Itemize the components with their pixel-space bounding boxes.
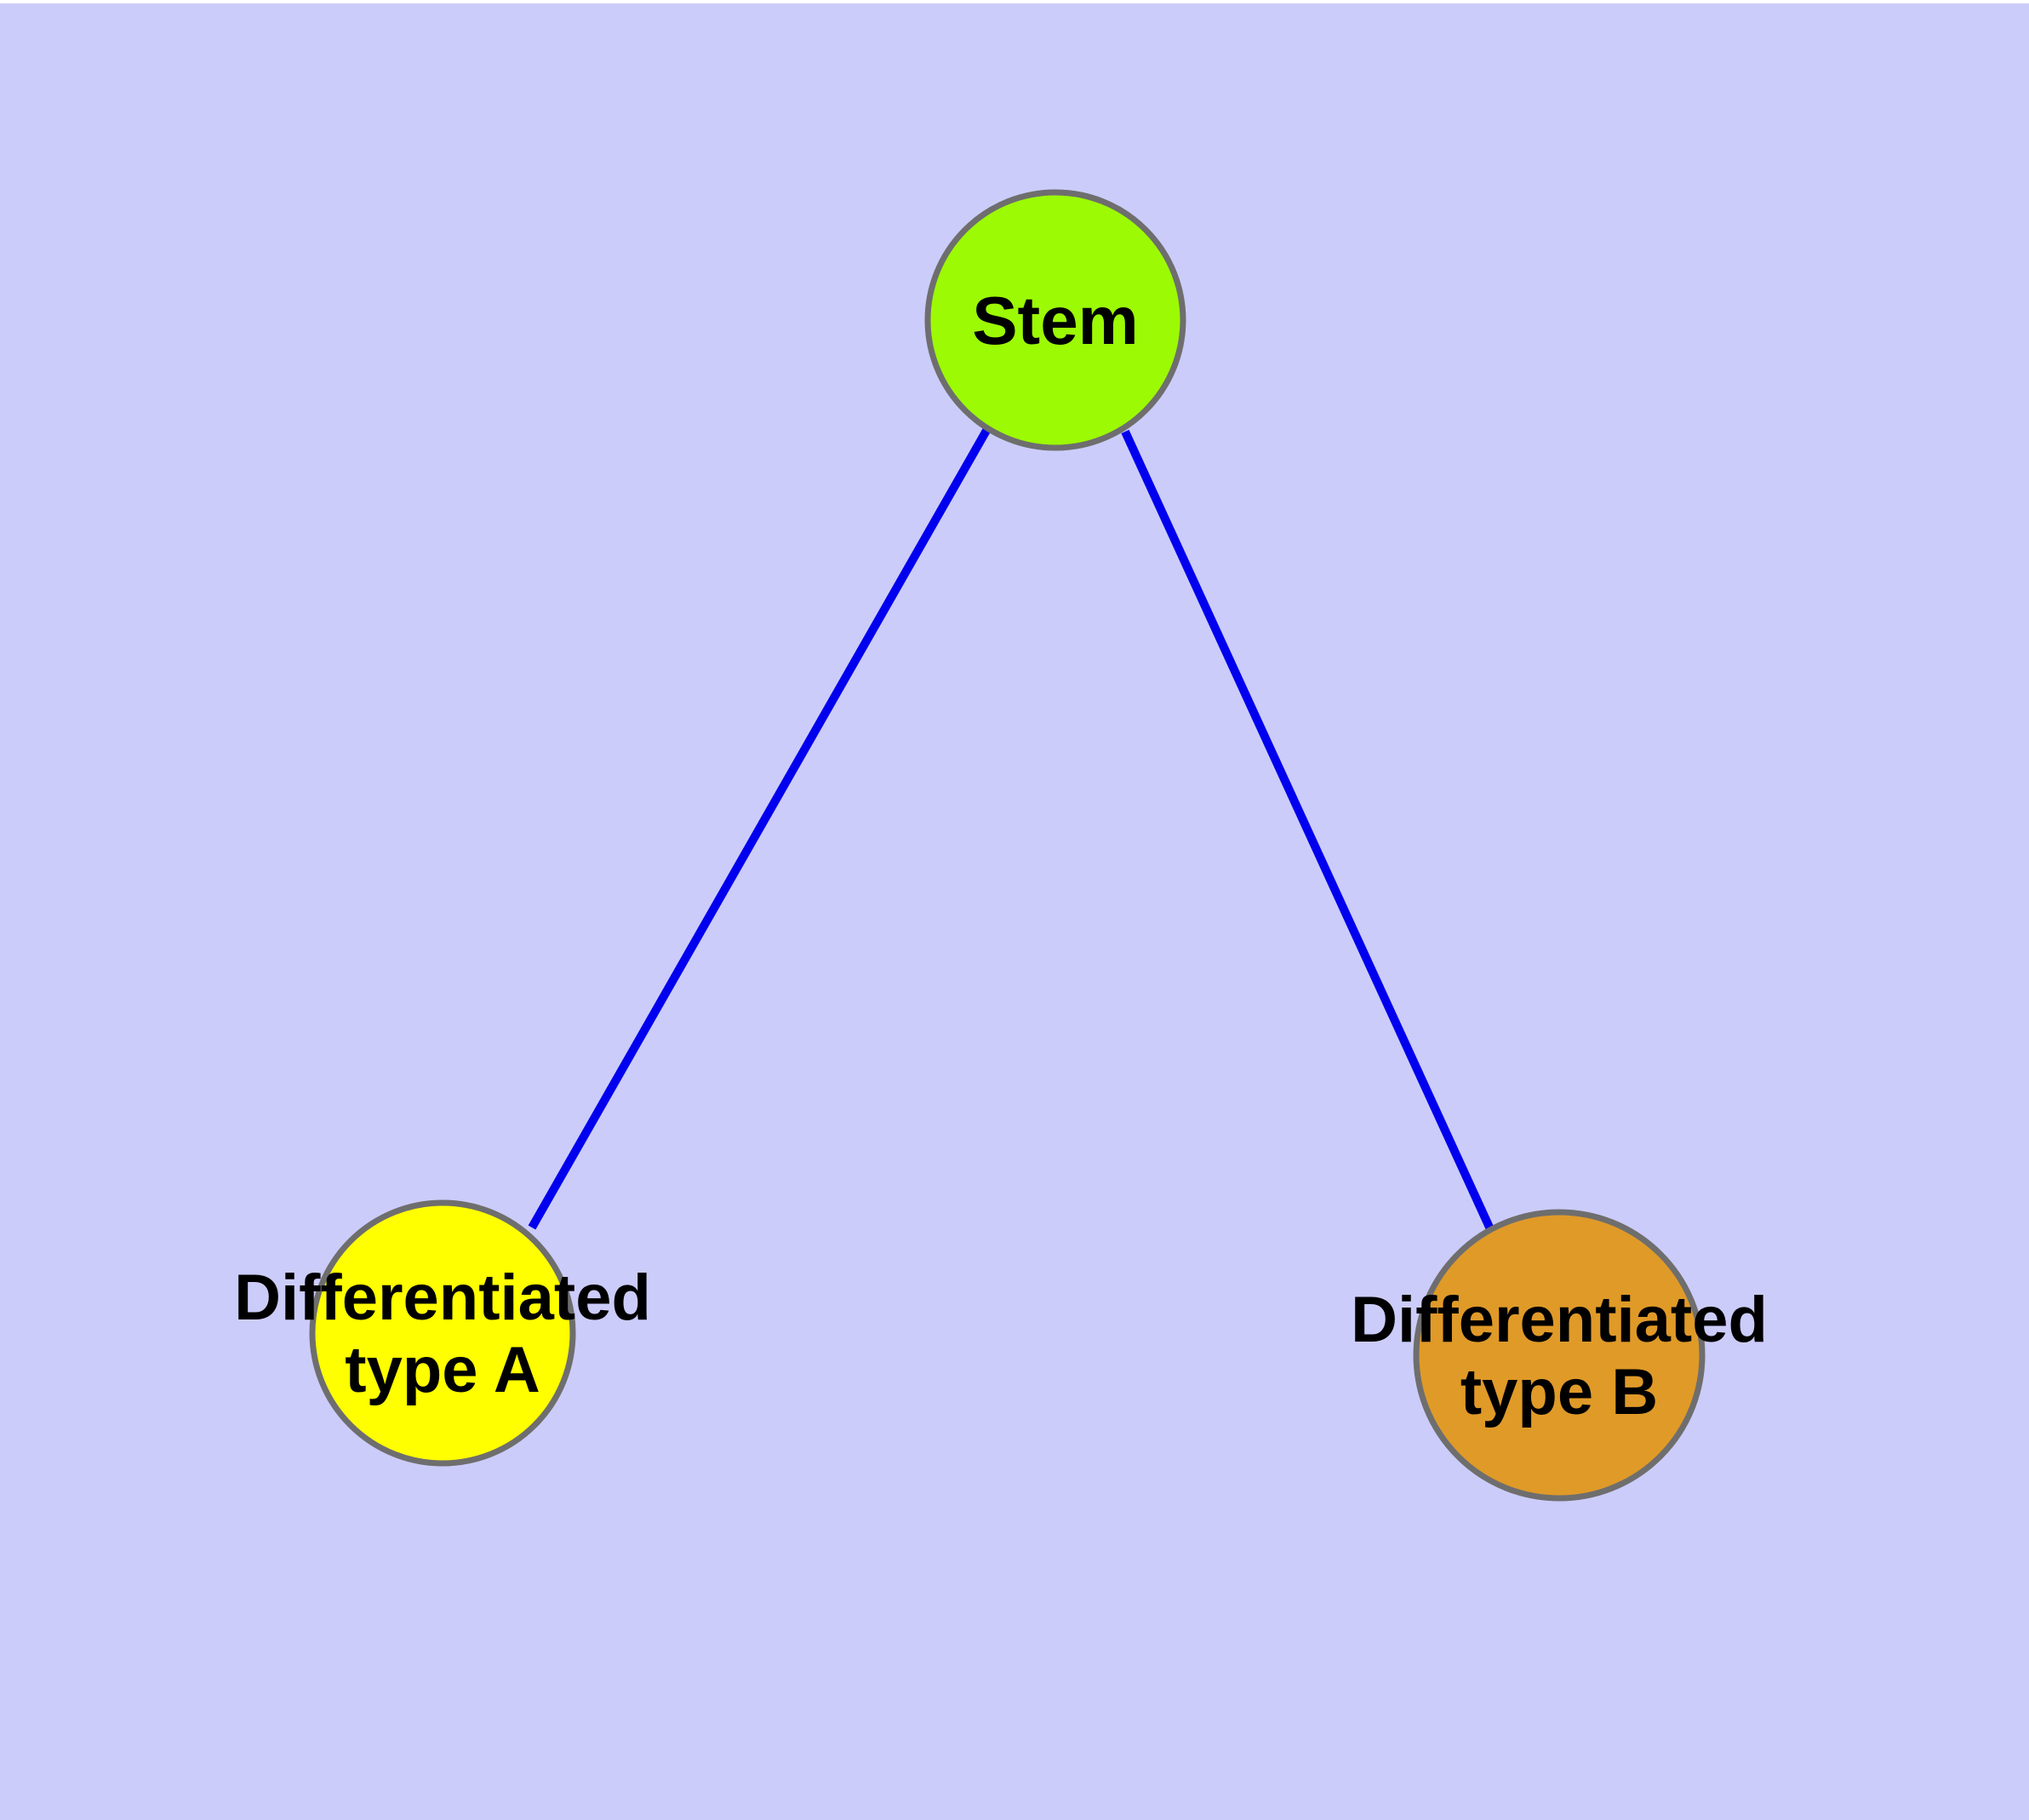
nodes-group (309, 189, 1706, 1502)
node-differentiated-type-b[interactable] (1413, 1209, 1706, 1502)
edge-stem-to-differentiated-type-b[interactable] (1121, 429, 1495, 1233)
node-differentiated-type-a[interactable] (309, 1199, 576, 1467)
edge-stem-to-differentiated-type-a[interactable] (528, 426, 992, 1230)
node-stem[interactable] (924, 189, 1186, 451)
edges-group (528, 426, 1495, 1233)
node-label-stem: Stem (972, 283, 1139, 358)
